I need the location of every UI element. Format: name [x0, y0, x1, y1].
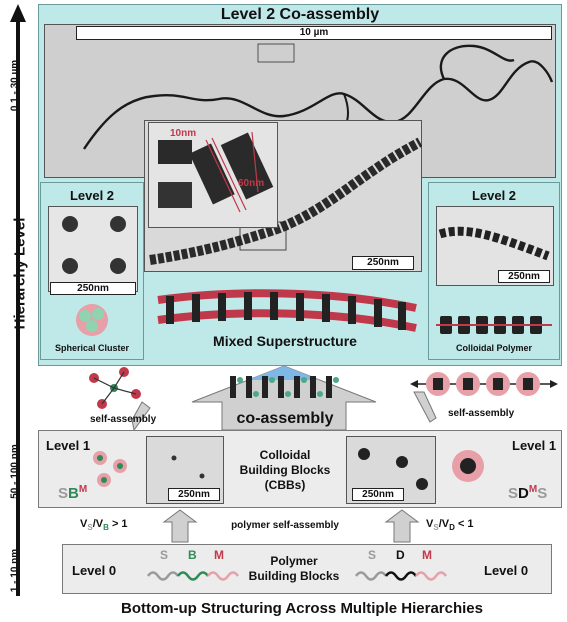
- polymer-chain-tem: [438, 226, 550, 261]
- level0-s1: S: [160, 548, 169, 562]
- cbb-left-dots: [171, 455, 205, 479]
- self-assembly-right-label: self-assembly: [448, 408, 515, 419]
- level0-s2: S: [368, 548, 377, 562]
- self-assembly-right-icon: [426, 372, 540, 396]
- cbb-line3: (CBBs): [264, 478, 306, 492]
- level2-left-title: Level 2: [69, 188, 115, 203]
- level0-b: B: [188, 548, 197, 562]
- scale-bar-250nm-right: 250nm: [498, 270, 550, 283]
- self-assembly-left-label: self-assembly: [90, 414, 157, 425]
- formula-b: B: [68, 485, 79, 502]
- scale-top: 0.1 - 30 µm: [9, 59, 21, 112]
- zoom-blocks: [158, 131, 274, 213]
- coassembly-label: co-assembly: [236, 410, 334, 427]
- axis-title: Hierarchy Level: [11, 217, 29, 330]
- coassembly-chain-icon: [230, 376, 339, 398]
- level0-line1: Polymer: [270, 554, 318, 568]
- formula-s1: S: [508, 485, 519, 502]
- cbb-line1: Colloidal: [259, 448, 311, 462]
- level1-right-title: Level 1: [512, 438, 557, 453]
- level0-panel: [62, 544, 552, 594]
- level1-right-particle: [452, 450, 484, 482]
- vs-vd-ratio: VS/VD < 1: [426, 518, 474, 533]
- colloidal-polymer-icon: [436, 316, 552, 334]
- spherical-cluster-label: Spherical Cluster: [54, 343, 130, 353]
- polymer-sdm-chain: [354, 571, 448, 581]
- cbb-right-dots: [358, 448, 428, 490]
- spherical-cluster-icon: [76, 304, 108, 336]
- scale-bar-250nm-cbb-right: 250nm: [352, 488, 404, 501]
- scale-bar-250nm-main: 250nm: [352, 256, 414, 270]
- hierarchy-axis: Hierarchy Level 0.1 - 30 µm 50 - 100 nm …: [0, 0, 34, 600]
- formula-m2: M: [528, 484, 538, 495]
- level0-d: D: [396, 548, 405, 562]
- zoom-label-10nm: 10nm: [170, 128, 197, 139]
- level2-coassembly-title: Level 2 Co-assembly: [220, 6, 380, 23]
- formula-m: M: [78, 484, 88, 495]
- formula-s: S: [58, 485, 69, 502]
- mixed-superstructure-label: Mixed Superstructure: [213, 333, 357, 349]
- scale-bar-250nm-cbb-left: 250nm: [168, 488, 220, 501]
- level0-m1: M: [214, 548, 224, 562]
- vs-vb-ratio: VS/VB > 1: [80, 518, 128, 533]
- footer-title: Bottom-up Structuring Across Multiple Hi…: [121, 600, 483, 617]
- level1-left-particles: [93, 451, 127, 487]
- scale-bar-250nm-left: 250nm: [50, 282, 136, 295]
- cbb-title: Colloidal Building Blocks (CBBs): [226, 448, 344, 493]
- formula-d: D: [518, 485, 529, 502]
- sphere-dots: [62, 216, 126, 274]
- zoom-label-60nm: 60nm: [238, 178, 265, 189]
- level0-left-title: Level 0: [72, 563, 117, 578]
- colloidal-polymer-label: Colloidal Polymer: [455, 343, 533, 353]
- level0-m2: M: [422, 548, 432, 562]
- level1-left-title: Level 1: [46, 438, 91, 453]
- transition-arrows: [162, 509, 420, 543]
- polymer-sbm-chain: [146, 571, 240, 581]
- level0-right-title: Level 0: [484, 563, 529, 578]
- left-ratio-value: > 1: [111, 518, 128, 530]
- level1-right-formula: SDMS: [508, 484, 547, 502]
- polymer-self-assembly-label: polymer self-assembly: [231, 520, 339, 531]
- level1-left-formula: SBM: [58, 484, 87, 502]
- formula-s2: S: [537, 485, 548, 502]
- level0-center-title: Polymer Building Blocks: [244, 554, 344, 584]
- level0-line2: Building Blocks: [248, 569, 340, 583]
- self-assembly-left-icon: [89, 367, 141, 409]
- mixed-superstructure-icon: [157, 289, 417, 332]
- cbb-line2: Building Blocks: [239, 463, 331, 477]
- right-ratio-value: < 1: [457, 518, 474, 530]
- scale-bar-10um: 10 µm: [76, 26, 552, 40]
- hierarchy-axis-arrow: [10, 4, 26, 596]
- level2-right-title: Level 2: [471, 188, 517, 203]
